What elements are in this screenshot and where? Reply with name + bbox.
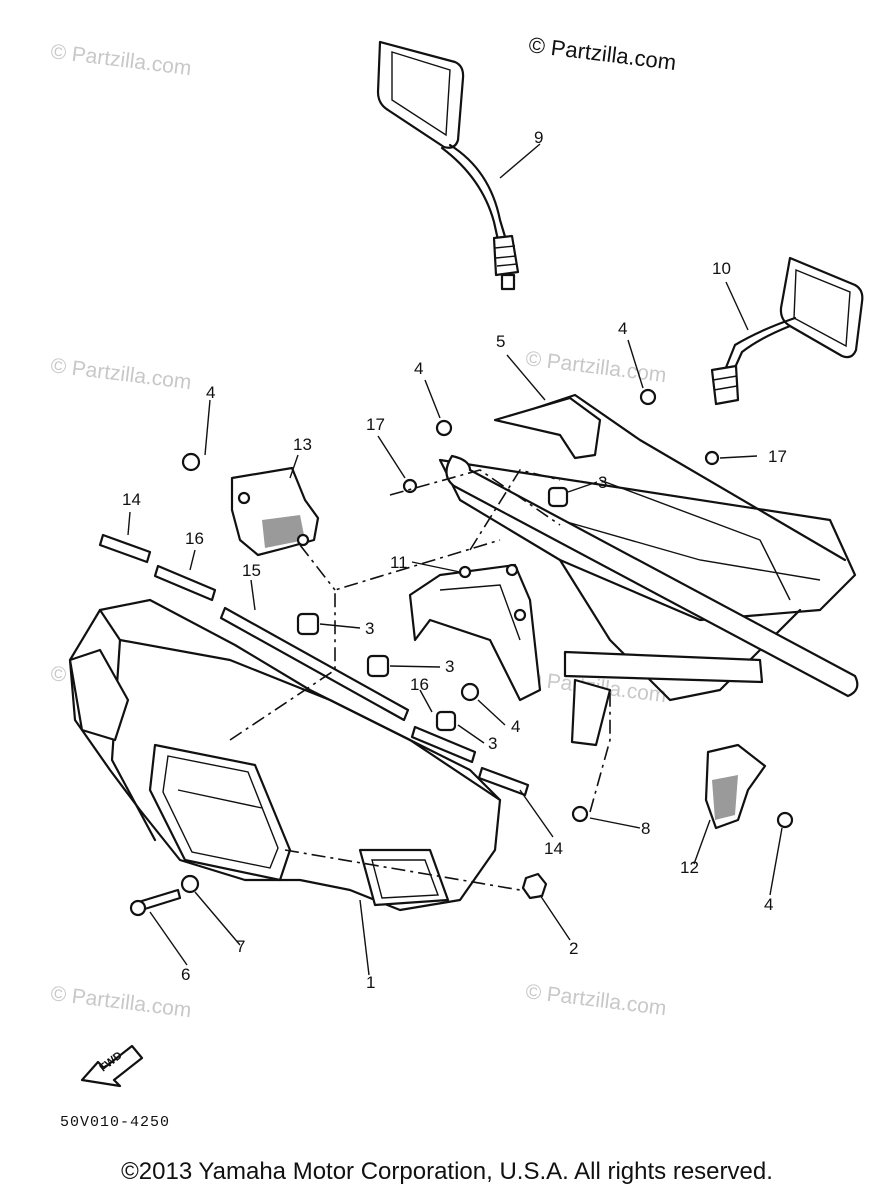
callout-10: 10 <box>712 259 731 278</box>
part-8-screw[interactable] <box>571 805 589 823</box>
callout-3: 3 <box>445 657 454 676</box>
callout-13: 13 <box>293 435 312 454</box>
callout-16: 16 <box>185 529 204 548</box>
watermark: © Partzilla.com <box>49 354 192 394</box>
callout-11: 11 <box>390 553 408 572</box>
callout-5: 5 <box>496 332 505 351</box>
diagram-code: 50V010-4250 <box>60 1114 170 1131</box>
watermark-main: © Partzilla.com <box>527 32 677 75</box>
callout-4: 4 <box>414 359 423 378</box>
part-17-screw[interactable] <box>402 478 418 494</box>
part-14-strip-right[interactable] <box>477 766 530 797</box>
part-9-left-mirror[interactable] <box>376 40 520 291</box>
part-16-strip-left[interactable] <box>153 564 217 602</box>
part-4-bolt[interactable] <box>639 388 657 406</box>
part-4-bolt[interactable] <box>435 419 453 437</box>
callout-3: 3 <box>598 473 607 492</box>
part-12-bracket[interactable] <box>704 743 767 830</box>
part-14-strip-left[interactable] <box>98 533 152 564</box>
handlebar-assembly[interactable] <box>438 393 859 747</box>
part-4-bolt[interactable] <box>181 452 201 472</box>
part-3-damper[interactable] <box>296 612 320 636</box>
part-13-bracket[interactable] <box>230 466 320 557</box>
callout-3: 3 <box>488 734 497 753</box>
watermark: © Partzilla.com <box>49 982 192 1022</box>
part-1-handlebar-cover[interactable] <box>68 598 502 912</box>
callout-16: 16 <box>410 675 429 694</box>
fasteners[interactable] <box>129 388 794 917</box>
part-4-bolt[interactable] <box>776 811 794 829</box>
callout-15: 15 <box>242 561 261 580</box>
part-11-stay[interactable] <box>408 563 542 702</box>
part-3-damper[interactable] <box>366 654 390 678</box>
part-6-bolt-head[interactable] <box>129 899 147 917</box>
part-16-strip-right[interactable] <box>410 725 477 764</box>
callout-9: 9 <box>534 128 543 147</box>
copyright-notice: ©2013 Yamaha Motor Corporation, U.S.A. A… <box>121 1158 773 1185</box>
fwd-arrow: FWD <box>80 1044 144 1088</box>
callout-8: 8 <box>641 819 650 838</box>
callout-12: 12 <box>680 858 699 877</box>
callout-14: 14 <box>544 839 563 858</box>
watermark: © Partzilla.com <box>524 980 667 1020</box>
callout-4: 4 <box>511 717 520 736</box>
callout-14: 14 <box>122 490 141 509</box>
callout-4: 4 <box>206 383 215 402</box>
callout-4: 4 <box>618 319 627 338</box>
leader-lines <box>127 143 783 976</box>
callout-7: 7 <box>236 937 245 956</box>
part-15-strip[interactable] <box>219 606 410 722</box>
callout-1: 1 <box>366 973 375 992</box>
exploded-view-drawing: © Partzilla.com © Partzilla.com © Partzi… <box>49 32 864 1131</box>
callout-numbers: 9 10 5 4 4 4 17 17 3 13 14 16 15 11 3 3 … <box>122 128 787 992</box>
part-3-damper[interactable] <box>435 710 457 732</box>
callout-3: 3 <box>365 619 374 638</box>
callout-4: 4 <box>764 895 773 914</box>
callout-17: 17 <box>366 415 385 434</box>
watermark: © Partzilla.com <box>49 40 192 80</box>
watermark: © Partzilla.com <box>524 347 667 387</box>
part-2-nut[interactable] <box>521 872 548 900</box>
callout-6: 6 <box>181 965 190 984</box>
part-7-washer[interactable] <box>180 874 200 894</box>
part-10-right-mirror[interactable] <box>710 256 864 406</box>
callout-2: 2 <box>569 939 578 958</box>
part-3-damper[interactable] <box>547 486 569 508</box>
part-4-bolt[interactable] <box>460 682 480 702</box>
part-17-screw[interactable] <box>704 450 720 466</box>
callout-17: 17 <box>768 447 787 466</box>
